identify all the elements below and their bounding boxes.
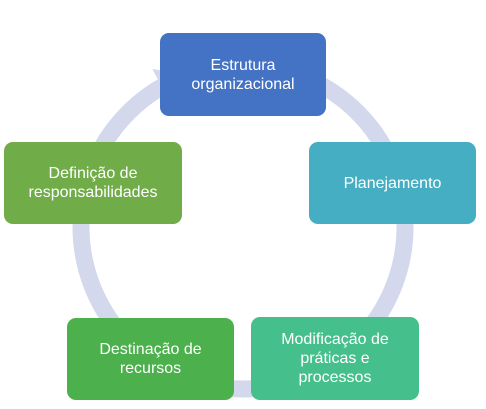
node-planejamento: Planejamento: [309, 142, 476, 224]
node-definicao-de-responsabilidades: Definição de responsabilidades: [4, 142, 182, 224]
node-estrutura-organizacional: Estrutura organizacional: [160, 33, 326, 116]
node-modificacao-de-praticas: Modificação de práticas e processos: [251, 317, 419, 400]
node-destinacao-de-recursos: Destinação de recursos: [67, 318, 234, 400]
